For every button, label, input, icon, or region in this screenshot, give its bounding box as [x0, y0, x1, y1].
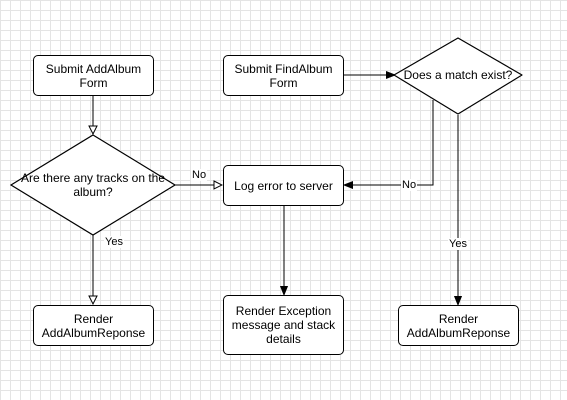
submit-findalbum-node: Submit FindAlbum Form: [223, 55, 344, 96]
log-error-node: Log error to server: [223, 165, 344, 206]
log-error-label: Log error to server: [234, 178, 333, 193]
render-exception-node: Render Exception message and stack detai…: [223, 295, 344, 355]
edge-match-no: [345, 100, 434, 185]
render-addalbum-right-node: Render AddAlbumReponse: [398, 305, 519, 346]
submit-addalbum-label: Submit AddAlbum Form: [45, 61, 142, 90]
submit-addalbum-node: Submit AddAlbum Form: [33, 55, 154, 96]
submit-findalbum-label: Submit FindAlbum Form: [234, 61, 333, 90]
render-addalbum-left-label: Render AddAlbumReponse: [41, 311, 146, 340]
render-addalbum-left-node: Render AddAlbumReponse: [33, 305, 154, 346]
match-no-label: No: [401, 179, 418, 191]
render-addalbum-right-label: Render AddAlbumReponse: [406, 311, 511, 340]
match-decision-shape: [393, 37, 523, 115]
tracks-no-label: No: [191, 169, 208, 181]
render-exception-label: Render Exception message and stack detai…: [231, 304, 336, 346]
tracks-yes-label: Yes: [104, 236, 124, 248]
tracks-decision-shape: [9, 134, 177, 236]
tracks-decision-label: Are there any tracks on the album?: [20, 171, 166, 199]
match-yes-label: Yes: [448, 238, 468, 250]
match-decision-label: Does a match exist?: [403, 68, 513, 82]
